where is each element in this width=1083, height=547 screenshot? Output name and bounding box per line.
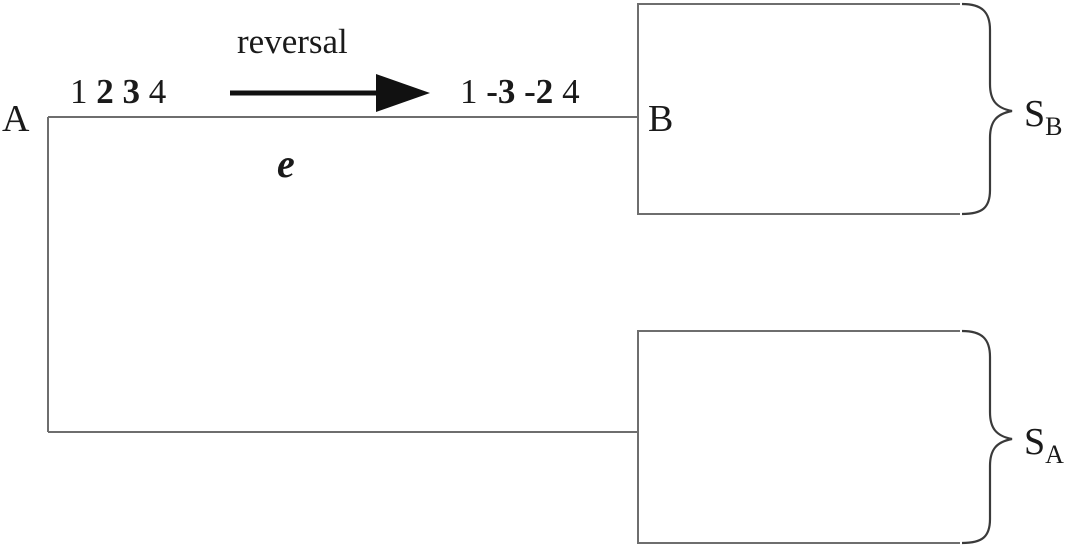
subtree-sb-label: SB (1024, 93, 1062, 141)
permutation-before: 1 2 3 4 (70, 72, 166, 111)
perm-before-item: 2 (96, 72, 114, 111)
brace-sb-icon (961, 2, 1013, 216)
brace-sa-icon (961, 329, 1013, 545)
permutation-after: 1 -3 -2 4 (460, 72, 580, 111)
subtree-sa-letter: S (1024, 421, 1045, 463)
node-b-label: B (648, 98, 673, 140)
perm-before-item: 1 (70, 72, 88, 111)
perm-after-item: -2 (524, 72, 553, 111)
subtree-sb-outline (637, 3, 960, 215)
subtree-sa-outline (637, 330, 960, 544)
reversal-arrow-icon (230, 74, 430, 112)
subtree-sb-subscript: B (1045, 112, 1062, 141)
subtree-sb-letter: S (1024, 93, 1045, 135)
node-a-label: A (2, 98, 30, 140)
perm-after-item: 4 (562, 72, 580, 111)
subtree-sa-label: SA (1024, 421, 1064, 469)
perm-after-item: 1 (460, 72, 478, 111)
edge-label-e: e (277, 141, 295, 186)
perm-after-item: -3 (486, 72, 515, 111)
perm-before-item: 3 (123, 72, 141, 111)
operation-label: reversal (237, 22, 348, 61)
perm-before-item: 4 (149, 72, 167, 111)
subtree-sa-subscript: A (1045, 440, 1064, 469)
